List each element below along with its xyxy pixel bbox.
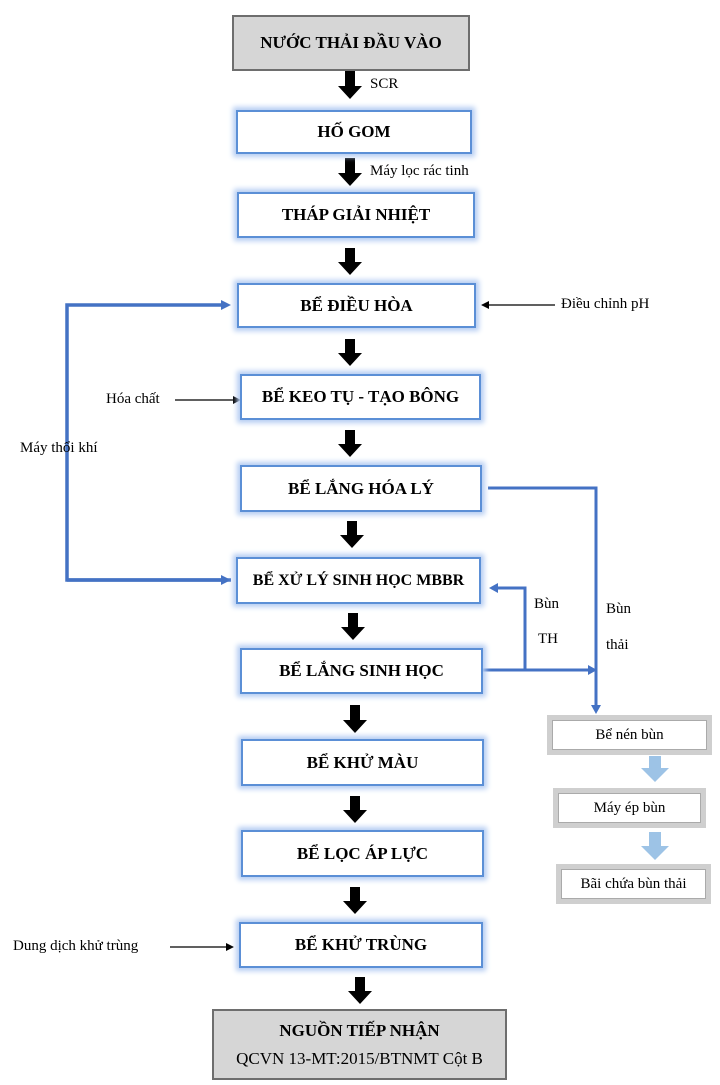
arrow-down-1 bbox=[338, 70, 362, 99]
arrow-down-3 bbox=[338, 248, 362, 275]
step-be-khu-trung-label: BỂ KHỬ TRÙNG bbox=[294, 935, 428, 954]
arrow-down-5 bbox=[338, 430, 362, 457]
step-be-khu-mau-label: BỂ KHỬ MÀU bbox=[306, 752, 419, 772]
step-be-loc-ap-luc-label: BỂ LỌC ÁP LỰC bbox=[296, 843, 429, 863]
arrow-down-10 bbox=[343, 887, 367, 914]
return-arrowhead bbox=[489, 583, 498, 593]
output-box-standard: QCVN 13-MT:2015/BTNMT Cột B bbox=[236, 1048, 483, 1068]
arrow-down-11 bbox=[348, 977, 372, 1004]
label-bun-th-1: Bùn bbox=[534, 596, 560, 612]
input-box: NƯỚC THẢI ĐẦU VÀO bbox=[232, 15, 470, 71]
label-scr: SCR bbox=[370, 76, 399, 92]
label-bun-thai-1: Bùn bbox=[606, 601, 632, 617]
sludge-arrow-2 bbox=[641, 832, 669, 860]
step-thap-giai-nhiet-label: THÁP GIẢI NHIỆT bbox=[281, 205, 431, 224]
label-bun-thai-2: thải bbox=[606, 637, 629, 653]
label-may-loc-rac: Máy lọc rác tinh bbox=[370, 163, 469, 179]
label-hoa-chat: Hóa chất bbox=[106, 391, 160, 407]
arrow-down-2 bbox=[338, 158, 362, 186]
step-be-khu-trung: BỂ KHỬ TRÙNG bbox=[239, 922, 483, 968]
sludge-arrow-1 bbox=[641, 756, 669, 782]
input-box-label: NƯỚC THẢI ĐẦU VÀO bbox=[260, 33, 442, 52]
step-be-loc-ap-luc: BỂ LỌC ÁP LỰC bbox=[241, 830, 484, 877]
main-flow-arrows bbox=[338, 70, 372, 1004]
label-bun-th-2: TH bbox=[538, 631, 558, 647]
air-arrowhead-bottom bbox=[221, 575, 231, 585]
output-box-label: NGUỒN TIẾP NHẬN bbox=[279, 1020, 440, 1040]
arrow-down-9 bbox=[343, 796, 367, 823]
sludge-arrowhead-right bbox=[588, 665, 597, 675]
sludge-arrowhead-down bbox=[591, 705, 601, 714]
label-dieu-chinh-ph: Điều chỉnh pH bbox=[561, 296, 650, 312]
arrow-down-4 bbox=[338, 339, 362, 366]
step-be-khu-mau: BỂ KHỬ MÀU bbox=[241, 739, 484, 786]
step-ho-gom: HỐ GOM bbox=[236, 110, 472, 154]
box-be-nen-bun: Bể nén bùn bbox=[552, 720, 707, 750]
box-may-ep-bun-label: Máy ép bùn bbox=[593, 799, 666, 816]
step-ho-gom-label: HỐ GOM bbox=[317, 122, 391, 141]
arrow-down-8 bbox=[343, 705, 367, 733]
step-be-dieu-hoa: BỂ ĐIỀU HÒA bbox=[237, 283, 476, 328]
sludge-line-hoa-ly bbox=[488, 486, 598, 705]
step-be-lang-hoa-ly: BỂ LẮNG HÓA LÝ bbox=[240, 465, 482, 512]
return-sludge-line bbox=[498, 586, 527, 670]
air-arrowhead-top bbox=[221, 300, 231, 310]
box-bai-chua-bun-label: Bãi chứa bùn thải bbox=[580, 875, 687, 892]
output-box: NGUỒN TIẾP NHẬN QCVN 13-MT:2015/BTNMT Cộ… bbox=[212, 1009, 507, 1080]
step-thap-giai-nhiet: THÁP GIẢI NHIỆT bbox=[237, 192, 475, 238]
step-be-lang-sinh-hoc-label: BỂ LẮNG SINH HỌC bbox=[279, 661, 444, 680]
step-be-xu-ly-mbbr: BỂ XỬ LÝ SINH HỌC MBBR bbox=[236, 557, 481, 604]
step-be-dieu-hoa-label: BỂ ĐIỀU HÒA bbox=[300, 295, 413, 315]
box-may-ep-bun: Máy ép bùn bbox=[558, 793, 701, 823]
step-be-lang-hoa-ly-label: BỂ LẮNG HÓA LÝ bbox=[288, 478, 434, 498]
step-be-xu-ly-mbbr-label: BỂ XỬ LÝ SINH HỌC MBBR bbox=[252, 571, 465, 589]
box-be-nen-bun-label: Bể nén bùn bbox=[595, 726, 664, 743]
arrow-down-7 bbox=[341, 613, 365, 640]
label-may-thoi-khi: Máy thổi khí bbox=[20, 440, 98, 456]
step-be-keo-tu: BỂ KEO TỤ - TẠO BÔNG bbox=[240, 374, 481, 420]
box-bai-chua-bun: Bãi chứa bùn thải bbox=[561, 869, 706, 899]
arrow-down-6 bbox=[340, 521, 364, 548]
label-dung-dich: Dung dịch khử trùng bbox=[13, 938, 139, 954]
step-be-lang-sinh-hoc: BỂ LẮNG SINH HỌC bbox=[240, 648, 483, 694]
step-be-keo-tu-label: BỂ KEO TỤ - TẠO BÔNG bbox=[261, 387, 460, 406]
